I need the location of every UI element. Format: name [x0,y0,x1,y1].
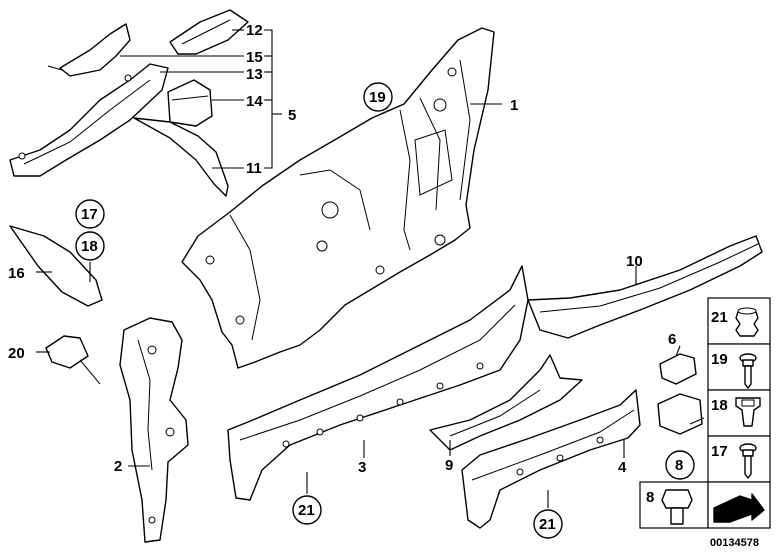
part-14-bracket[interactable] [167,79,213,127]
legend-label-18: 18 [711,397,728,414]
callout-11: 11 [246,160,262,177]
part-11-curved-panel[interactable] [133,117,229,197]
callout-21b: 21 [539,516,556,533]
part-1-side-panel[interactable] [181,27,495,369]
callout-12: 12 [246,22,263,39]
callout-10: 10 [626,253,643,270]
callouts: 1 2 3 4 5 6 7 9 10 11 12 13 14 15 16 20 … [8,22,716,539]
callout-18: 18 [81,238,98,255]
part-10-sill[interactable] [527,235,763,339]
legend-label-21: 21 [711,309,728,326]
callout-21a: 21 [298,502,315,519]
part-6-rubber-block[interactable] [659,353,697,385]
hex-bolt-icon [661,489,693,525]
part-2-lower-bracket[interactable] [119,317,189,543]
callout-14: 14 [246,93,263,110]
part-7-rubber-block[interactable] [657,393,703,435]
callout-3: 3 [358,459,366,476]
leader-lines [36,29,705,508]
part-13-rail-bracket[interactable] [9,63,169,177]
legend-label-19: 19 [711,351,728,368]
bolt-icon [739,443,757,479]
callout-2: 2 [114,458,122,475]
callout-4: 4 [618,459,627,476]
part-12-top-bracket[interactable] [169,9,249,55]
callout-5: 5 [288,107,296,124]
legend-label-17: 17 [711,443,728,460]
callout-17: 17 [81,206,98,223]
screw-icon [739,353,757,389]
callout-20: 20 [8,345,25,362]
callout-16: 16 [8,265,25,282]
part-20-small-bracket[interactable] [45,335,101,385]
diagram-id: 00134578 [710,537,759,549]
part-3-longitudinal-rail[interactable] [227,265,529,501]
callout-9: 9 [445,457,453,474]
direction-arrow-icon [713,493,765,523]
callout-15: 15 [246,49,263,66]
callout-1: 1 [510,97,518,114]
grommet-icon [735,307,759,337]
callout-8: 8 [675,457,683,474]
part-9-bracket[interactable] [429,354,583,451]
part-4-rear-rail[interactable] [461,389,641,529]
legend-label-8: 8 [646,489,654,506]
legend-cell-17 [707,435,771,483]
part-15-bracket[interactable] [47,23,131,77]
callout-13: 13 [246,66,263,83]
part-16-liner[interactable] [9,225,103,307]
fastener-legend: 21 19 18 17 8 [639,297,771,529]
legend-cell-19 [707,343,771,391]
callout-19: 19 [369,89,386,106]
callout-6: 6 [668,331,676,348]
clip-nut-icon [735,397,761,427]
